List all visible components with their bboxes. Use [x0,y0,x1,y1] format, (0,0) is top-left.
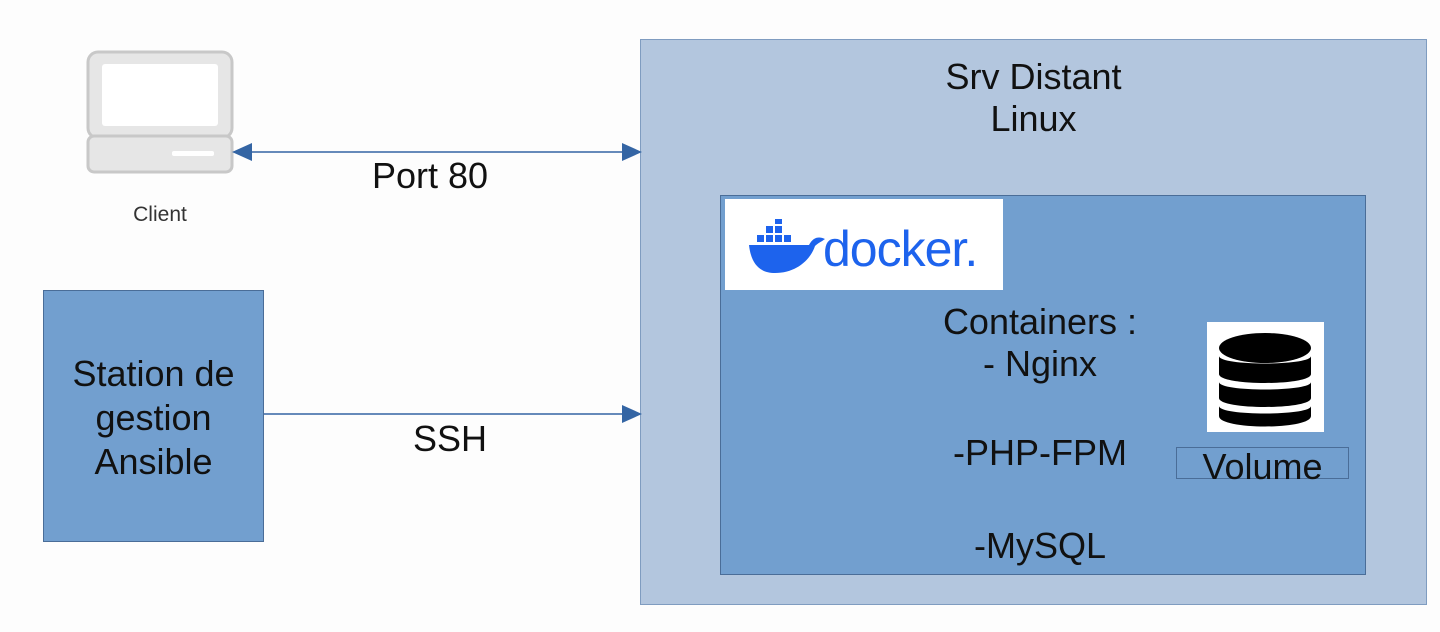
station-line-2: gestion [95,397,212,438]
container-item-mysql: -MySQL [973,525,1106,566]
ansible-station-box [43,290,264,542]
container-item-php-fpm: -PHP-FPM [953,432,1127,473]
arrowhead-right [622,143,642,161]
server-title-line1: Srv Distant [945,56,1122,97]
volume-label: Volume [1176,447,1349,486]
station-line-3: Ansible [94,441,213,482]
server-title-line2: Linux [990,98,1077,139]
containers-heading: Containers : [942,301,1138,342]
desktop-computer-icon [86,50,234,174]
arrowhead-left [232,143,252,161]
arrowhead-ssh [622,405,642,423]
station-line-1: Station de [72,353,235,394]
database-icon [1219,333,1311,427]
ssh-label: SSH [413,418,488,459]
container-item-nginx: - Nginx [982,343,1098,384]
port80-label: Port 80 [372,155,489,196]
docker-whale-icon [749,219,825,273]
volume-icon-box [1207,322,1324,432]
docker-logo-text: docker. [823,221,978,277]
server-title: Srv Distant Linux [640,56,1427,140]
ansible-station-label: Station de gestion Ansible [43,352,264,484]
docker-logo: docker. [725,199,1003,290]
client-label: Client [133,203,187,226]
